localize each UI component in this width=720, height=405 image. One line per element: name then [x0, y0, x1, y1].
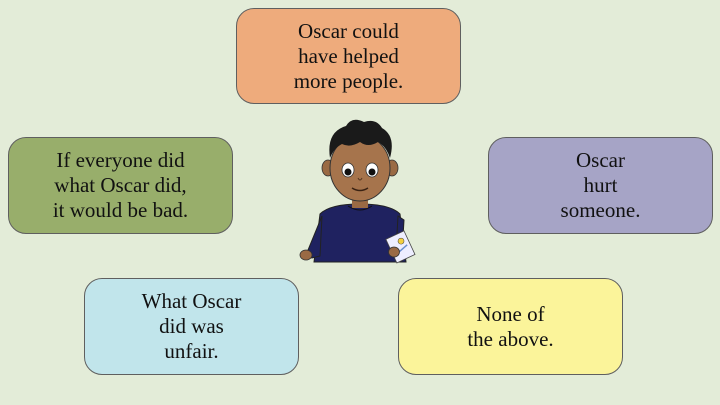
option-card-right[interactable]: Oscar hurt someone. — [488, 137, 713, 234]
option-card-top[interactable]: Oscar could have helped more people. — [236, 8, 461, 104]
left-hand — [299, 249, 313, 261]
option-text-bottom-left: What Oscar did was unfair. — [141, 289, 242, 363]
mouth — [351, 187, 369, 192]
option-text-left: If everyone did what Oscar did, it would… — [52, 148, 189, 222]
option-card-bottom-left[interactable]: What Oscar did was unfair. — [84, 278, 299, 375]
hair — [329, 119, 392, 158]
boy-character-illustration — [299, 119, 416, 264]
option-text-right: Oscar hurt someone. — [560, 148, 641, 222]
option-card-left[interactable]: If everyone did what Oscar did, it would… — [8, 137, 233, 234]
option-text-bottom-right: None of the above. — [467, 301, 554, 351]
option-text-top: Oscar could have helped more people. — [293, 18, 404, 93]
option-card-bottom-right[interactable]: None of the above. — [398, 278, 623, 375]
right-hand — [388, 246, 400, 258]
